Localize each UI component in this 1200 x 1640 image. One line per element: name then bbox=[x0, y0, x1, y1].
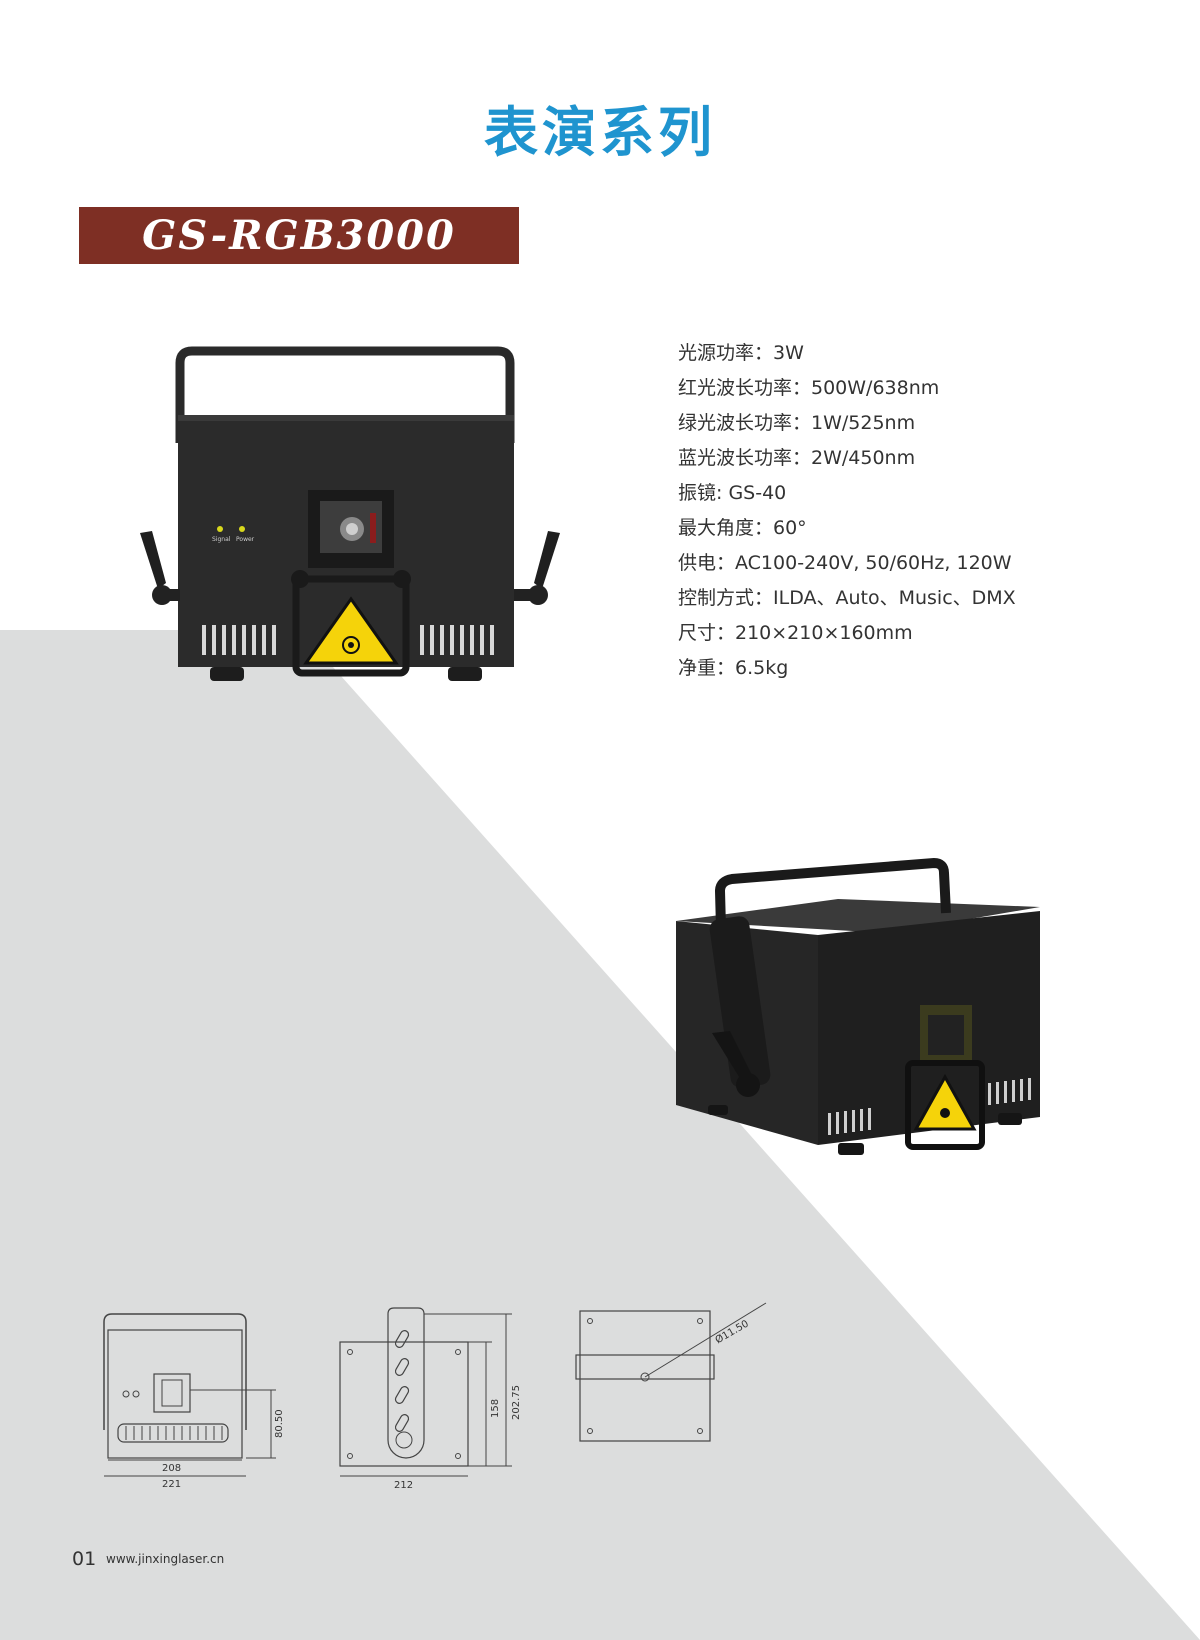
spec-item: 供电：AC100-240V, 50/60Hz, 120W bbox=[678, 552, 1012, 574]
dimension-label: 202.75 bbox=[511, 1385, 522, 1420]
laser-warning-icon bbox=[303, 596, 399, 665]
page-number: 01 bbox=[72, 1548, 97, 1570]
spec-item: 净重：6.5kg bbox=[678, 657, 789, 679]
front-view-drawing: 80.50 208 221 bbox=[103, 1313, 285, 1490]
spec-item: 绿光波长功率：1W/525nm bbox=[678, 412, 916, 434]
laser-projector-front-photo: Signal Power bbox=[140, 346, 560, 681]
spec-item: 尺寸：210×210×160mm bbox=[678, 622, 913, 644]
laser-projector-angled-photo bbox=[676, 857, 1040, 1155]
power-led-icon bbox=[239, 526, 245, 532]
spec-item: 红光波长功率：500W/638nm bbox=[678, 377, 940, 399]
power-label: Power bbox=[236, 536, 255, 543]
laser-warning-icon bbox=[913, 1073, 977, 1131]
spec-item: 控制方式：ILDA、Auto、Music、DMX bbox=[678, 587, 1016, 609]
signal-led-icon bbox=[217, 526, 223, 532]
dimension-label: 158 bbox=[490, 1399, 501, 1418]
page-title: 表演系列 bbox=[484, 101, 716, 164]
spec-item: 振镜: GS-40 bbox=[678, 482, 787, 504]
spec-item: 光源功率：3W bbox=[678, 342, 804, 364]
spec-list: 光源功率：3W 红光波长功率：500W/638nm 绿光波长功率：1W/525n… bbox=[678, 336, 1016, 686]
spec-item: 最大角度：60° bbox=[678, 517, 807, 539]
dimension-label: 80.50 bbox=[274, 1409, 285, 1438]
side-view-drawing: 158 202.75 212 bbox=[339, 1307, 522, 1490]
model-banner: GS-RGB3000 bbox=[79, 207, 519, 264]
dimension-label: 208 bbox=[162, 1463, 181, 1474]
dimension-label: 212 bbox=[394, 1480, 413, 1490]
website-url: www.jinxinglaser.cn bbox=[106, 1552, 225, 1566]
signal-label: Signal bbox=[212, 536, 231, 543]
top-view-drawing: Ø11.50 bbox=[575, 1302, 767, 1442]
dimension-label: 221 bbox=[162, 1479, 181, 1490]
spec-item: 蓝光波长功率：2W/450nm bbox=[678, 447, 916, 469]
